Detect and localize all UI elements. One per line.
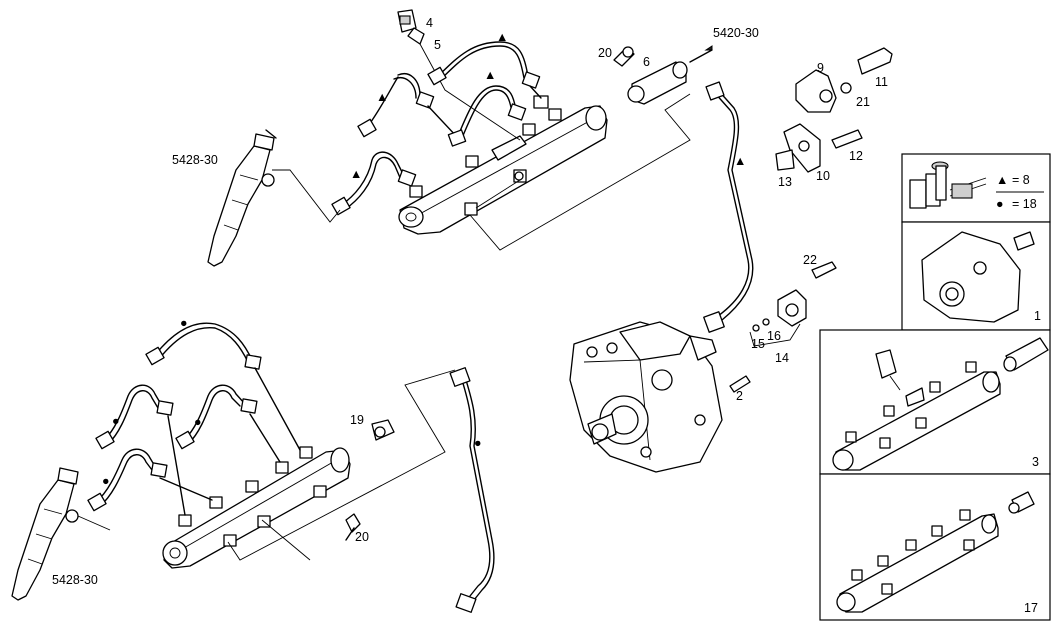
callout-12: 12 [849,149,863,163]
legend-triangle-value: = 8 [1012,173,1030,187]
callout-20-top: 20 [598,46,612,60]
dot-marker: ● [180,316,188,330]
lower-high-pressure-pipes [87,322,301,516]
callout-10: 10 [816,169,830,183]
callout-21: 21 [856,95,870,109]
upper-fuel-rail [398,105,608,235]
bracket-parts [775,47,893,173]
lower-pressure-sensor [345,419,395,541]
triangle-marker: ▲ [734,154,746,168]
lower-fuel-rail [162,446,351,569]
callout-5428-30-bottom: 5428-30 [52,573,98,587]
lower-leader-lines [77,369,456,561]
callout-9: 9 [817,61,824,75]
legend-text: ▲ = 8 ● = 18 [996,173,1044,211]
dot-marker: ● [474,436,482,450]
panel-number-3: 3 [1032,455,1039,469]
callout-labels: 4 5 20 6 5420-30 9 11 21 12 13 10 5428-3… [52,16,888,587]
dot-marker: ● [102,474,110,488]
pump-small-parts [729,261,837,393]
callout-5420-30: 5420-30 [713,26,759,40]
callout-6: 6 [643,55,650,69]
callout-20-bottom: 20 [355,530,369,544]
pump-supply-pipe [703,81,754,333]
callout-13: 13 [778,175,792,189]
lower-injector [11,467,79,601]
pipe-markers: ▲ ▲ ▲ ▲ ▲ ● ● ● ● ● [102,30,746,488]
panel-number-17: 17 [1024,601,1038,615]
legend-dot-value: = 18 [1012,197,1037,211]
panel-rail-17 [819,473,1051,621]
callout-15: 15 [751,337,765,351]
high-pressure-pump [569,321,723,473]
callout-22: 22 [803,253,817,267]
callout-5428-30-top: 5428-30 [172,153,218,167]
lower-pipe-to-pump [449,367,495,613]
upper-leader-lines [272,93,691,251]
callout-14: 14 [775,351,789,365]
dot-marker: ● [194,415,202,429]
panel-numbers: 1 3 17 [1024,309,1041,615]
upper-injector [207,129,277,267]
panel-number-1: 1 [1034,309,1041,323]
upper-pressure-sensor [397,9,521,141]
triangle-marker: ▲ [484,68,496,82]
triangle-marker: ▲ [350,167,362,181]
legend-panel [901,153,1051,223]
panel-pump-1 [901,221,1051,331]
upper-high-pressure-pipes [331,41,549,216]
legend-dot-symbol: ● [996,197,1004,211]
callout-19: 19 [350,413,364,427]
callout-16: 16 [767,329,781,343]
triangle-marker: ▲ [496,30,508,44]
dot-marker: ● [112,414,120,428]
legend-triangle-symbol: ▲ [996,173,1008,187]
callout-4: 4 [426,16,433,30]
triangle-marker: ▲ [376,90,388,104]
callout-2: 2 [736,389,743,403]
panel-rail-3 [819,329,1051,475]
callout-5: 5 [434,38,441,52]
callout-11: 11 [875,75,888,89]
upper-return-sensor [613,45,713,105]
